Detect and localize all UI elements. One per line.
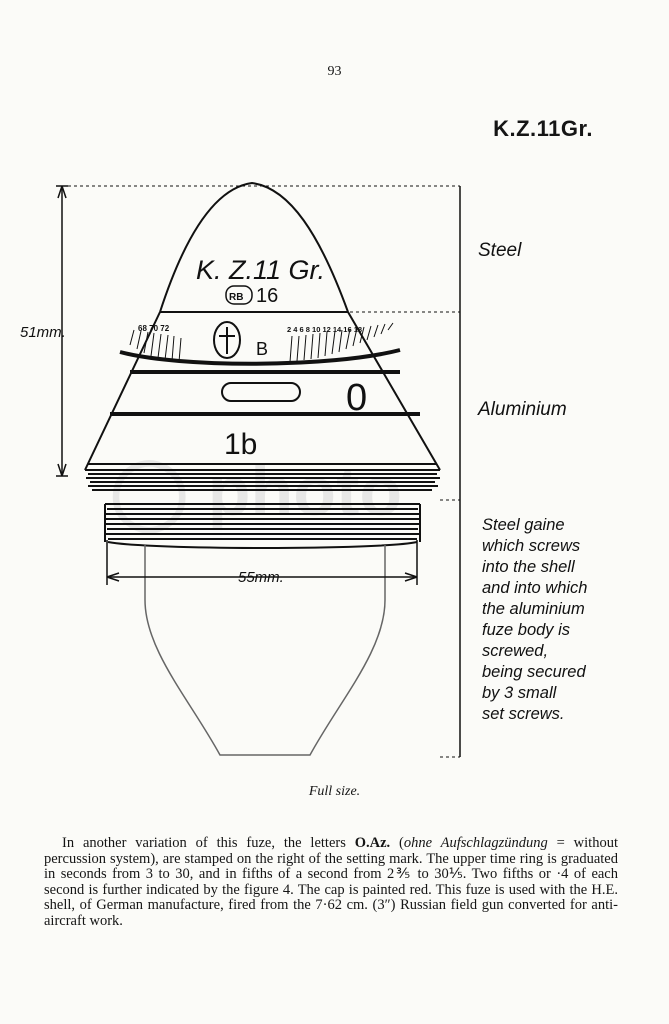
paragraph-text: ( (390, 835, 404, 851)
gaine-note-line: into the shell (482, 558, 576, 576)
setting-mark-icon (213, 321, 241, 359)
body-paragraph: In another variation of this fuze, the l… (44, 835, 618, 929)
fuze-base-thread (85, 469, 440, 491)
steel-label: Steel (478, 240, 522, 261)
aluminium-label: Aluminium (477, 399, 567, 420)
gaine-note-line: by 3 small (482, 684, 558, 702)
width-label: 55mm. (238, 569, 284, 586)
fuze-drawing: K. Z.11 Gr. RB 16 B 0 1b 68 70 72 2 4 6 … (20, 181, 588, 758)
band-label: 1b (224, 428, 257, 461)
ring-letter: 0 (346, 377, 367, 419)
page-number: 93 (327, 64, 342, 79)
gaine-note-line: Steel gaine (482, 516, 565, 534)
rb-number: 16 (256, 285, 278, 307)
gaine-note-line: the aluminium (482, 600, 585, 618)
gaine-note-line: set screws. (482, 705, 565, 723)
fuze-marking: K. Z.11 Gr. (196, 255, 325, 285)
gaine-note-line: fuze body is (482, 621, 570, 639)
gaine-body (144, 545, 386, 756)
scale-left: 68 70 72 (138, 324, 170, 333)
page-title: K.Z.11Gr. (493, 116, 593, 141)
paragraph-german: ohne Aufschlagzündung (403, 835, 548, 851)
gaine-note: Steel gaine which screws into the shell … (482, 516, 588, 723)
gaine-note-line: being secured (482, 663, 586, 681)
gaine-note-line: screwed, (482, 642, 548, 660)
fuze-nose-outline (159, 181, 349, 313)
gaine-thread (104, 503, 421, 540)
height-label: 51mm. (20, 324, 66, 341)
paragraph-letters: O.Az. (354, 835, 391, 851)
gaine-note-line: which screws (482, 537, 580, 555)
figure-caption: Full size. (308, 784, 361, 799)
setting-letter: B (256, 339, 268, 359)
paragraph-text: In another variation of this fuze, the l… (62, 835, 355, 851)
scale-right: 2 4 6 8 10 12 14 16 18 (287, 325, 362, 334)
fuze-body-outline (84, 311, 441, 471)
paragraph-text: = without percussion system), are stampe… (44, 835, 618, 929)
gaine-note-line: and into which (482, 579, 588, 597)
setting-slot (221, 382, 301, 402)
rb-mark: RB (229, 292, 243, 303)
